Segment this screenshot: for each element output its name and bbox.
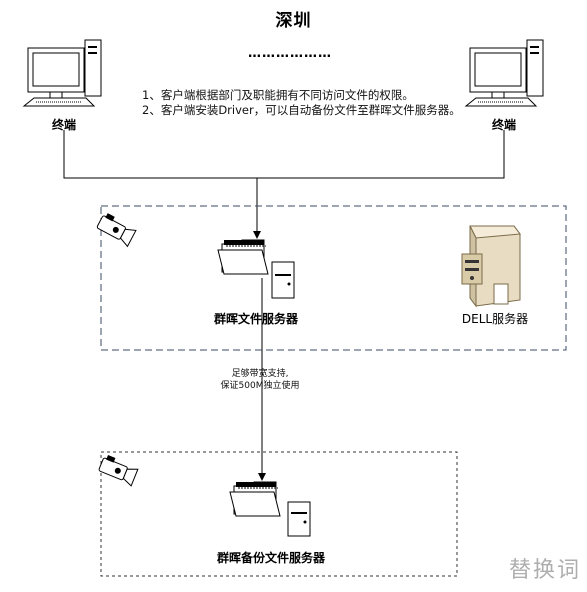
connection-lines xyxy=(63,130,505,481)
notes-block: 1、客户端根据部门及职能拥有不同访问文件的权限。 2、客户端安装Driver，可… xyxy=(142,88,462,118)
bandwidth-line: 足够带宽支持, xyxy=(231,369,289,379)
dell-server-icon xyxy=(461,225,521,308)
left-terminal-label: 终端 xyxy=(51,118,76,132)
diagram-title: 深圳 xyxy=(275,11,312,31)
synology-backup-server-icon xyxy=(229,481,311,537)
synology-backup-server-label: 群晖备份文件服务器 xyxy=(216,551,325,565)
bandwidth-line: 保证500M独立使用 xyxy=(220,381,300,391)
main-zone-frame xyxy=(100,205,567,351)
camera-icon-main xyxy=(96,213,137,248)
note-item: 2、客户端安装Driver，可以自动备份文件至群晖文件服务器。 xyxy=(142,103,461,117)
left-terminal-link xyxy=(63,130,257,179)
bandwidth-note: 足够带宽支持, 保证500M独立使用 xyxy=(205,368,315,392)
camera-icon-backup xyxy=(98,454,139,487)
watermark-text: 替换词 xyxy=(508,558,581,583)
left-terminal-icon xyxy=(22,39,102,107)
right-terminal-link xyxy=(257,130,505,179)
right-terminal-icon xyxy=(464,39,544,107)
synology-server-icon xyxy=(217,239,295,299)
synology-server-label: 群晖文件服务器 xyxy=(213,312,298,326)
note-item: 1、客户端根据部门及职能拥有不同访问文件的权限。 xyxy=(142,88,414,102)
ellipsis-text: ……………… xyxy=(248,46,332,61)
dell-server-label: DELL服务器 xyxy=(461,312,529,326)
right-terminal-label: 终端 xyxy=(491,118,516,132)
